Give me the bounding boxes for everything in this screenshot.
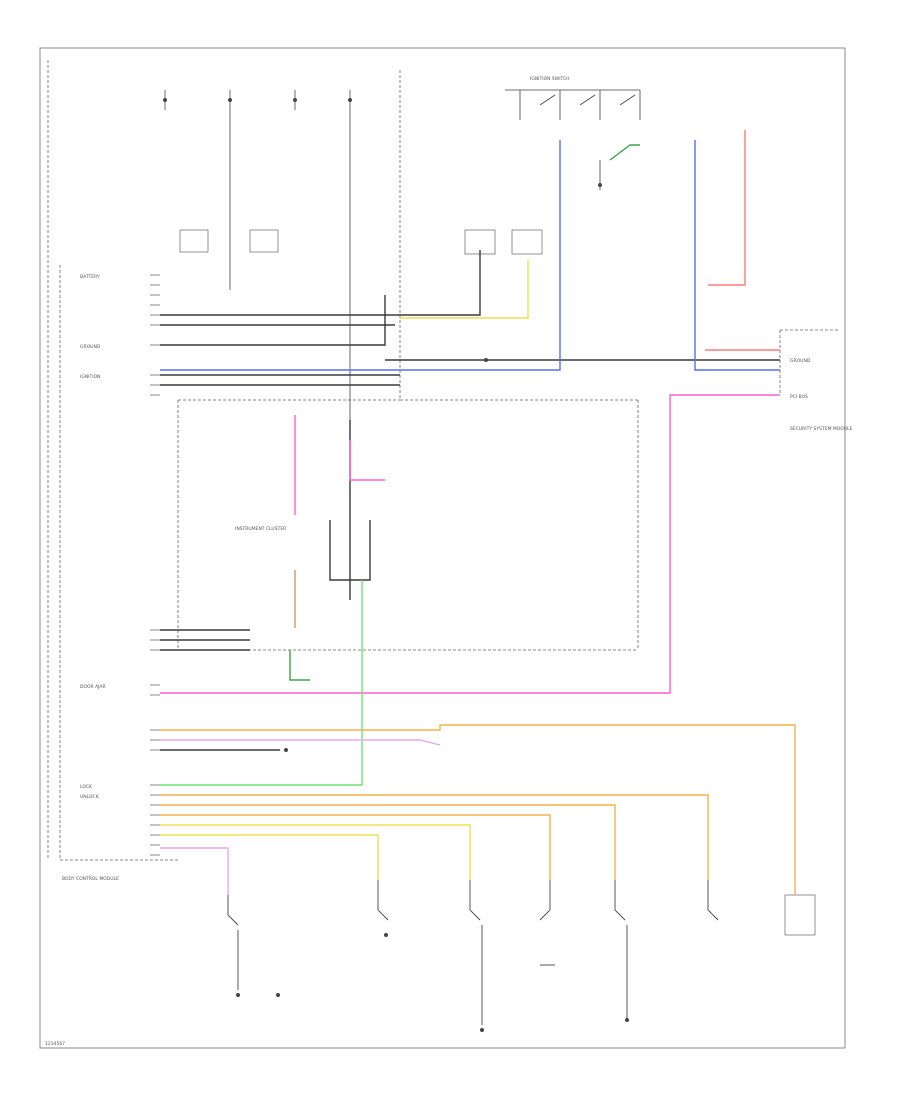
yellow-wire-top xyxy=(400,260,529,319)
blue-wire-left xyxy=(160,140,561,371)
lavender-wire xyxy=(160,739,441,746)
orange-wire-4 xyxy=(160,814,551,880)
pink-pci-bus-wire xyxy=(160,394,780,694)
ground-symbols xyxy=(236,358,629,1032)
right-pin-pci: PCI BUS xyxy=(790,394,808,400)
left-pin-door: DOOR AJAR xyxy=(80,684,106,690)
connector-box-4 xyxy=(511,229,543,255)
connector-box-2 xyxy=(249,229,279,253)
left-pin-unlock: UNLOCK xyxy=(80,794,100,800)
ignition-switch xyxy=(505,89,641,190)
door-lock-switches xyxy=(227,880,719,1025)
lavender-wire-drop xyxy=(160,847,229,895)
horn-relay-box xyxy=(784,894,816,936)
connector-box-1 xyxy=(179,229,209,253)
fuse-feeds xyxy=(163,90,352,420)
left-pin-ignition: IGNITION xyxy=(80,374,101,380)
orange-wire-3 xyxy=(160,804,616,880)
left-pin-lock: LOCK xyxy=(80,784,93,790)
right-pin-ground: GROUND xyxy=(790,358,811,364)
black-wires xyxy=(160,250,780,751)
yellow-wire-2 xyxy=(160,834,379,880)
diagram-frame xyxy=(39,47,846,1049)
ignition-switch-label: IGNITION SWITCH xyxy=(530,76,570,82)
cluster-label: INSTRUMENT CLUSTER xyxy=(235,526,286,532)
bcm-label: BODY CONTROL MODULE xyxy=(62,876,119,882)
footer-note: 1234567 xyxy=(45,1041,65,1047)
orange-wire-horn xyxy=(160,724,796,895)
green-wire-top xyxy=(609,144,640,161)
orange-wire-2 xyxy=(160,794,709,880)
bcm-outline xyxy=(47,60,180,861)
left-pin-battery: BATTERY xyxy=(80,274,100,280)
green-wire-cluster xyxy=(289,650,310,681)
pink-wire-cluster-2 xyxy=(349,440,385,481)
blue-wire-right xyxy=(694,140,780,371)
red-wire xyxy=(708,130,746,286)
left-connector-pins xyxy=(150,274,160,856)
security-module-outline xyxy=(779,329,840,395)
yellow-wire-1 xyxy=(160,824,471,880)
module-outline-top-center xyxy=(178,70,401,401)
security-module-label: SECURITY SYSTEM MODULE xyxy=(790,426,853,432)
left-pin-ground: GROUND xyxy=(80,344,101,350)
lightgreen-wire xyxy=(160,580,363,786)
cluster-outline xyxy=(177,399,639,651)
